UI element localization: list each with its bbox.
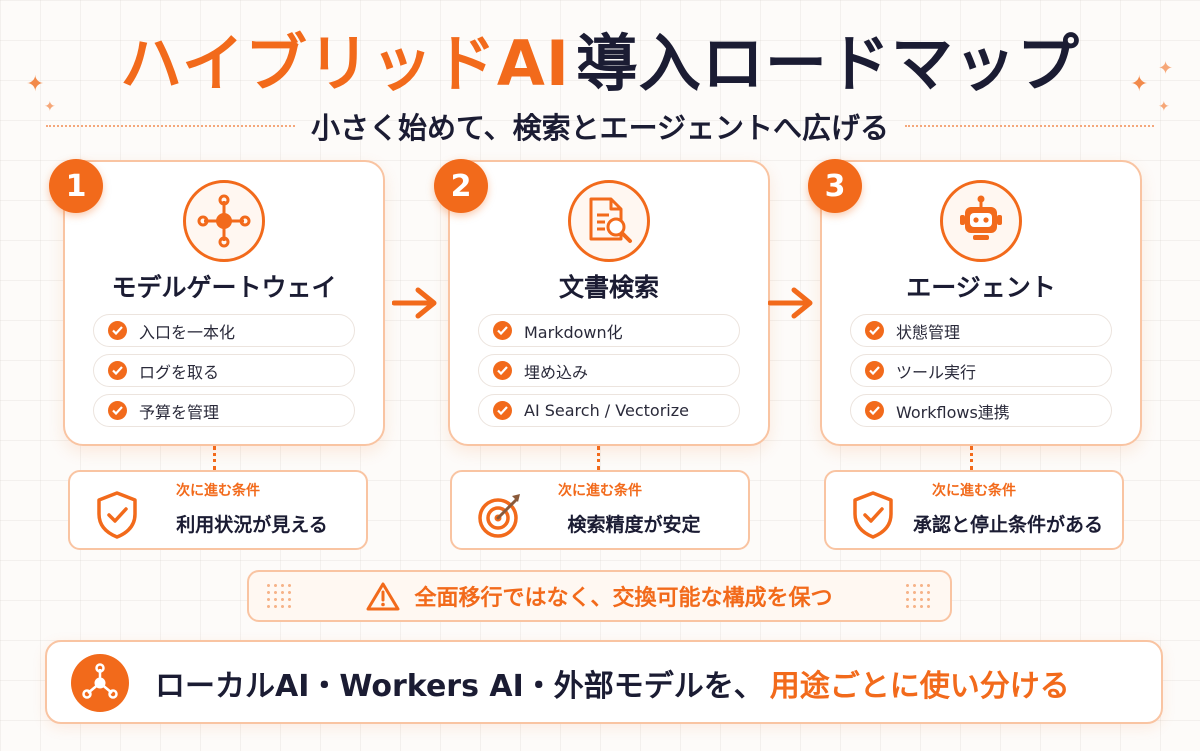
condition-text: 利用状況が見える: [176, 514, 328, 536]
arrow-right-icon: [768, 287, 813, 319]
subtitle: 小さく始めて、検索とエージェントへ広げる: [311, 111, 889, 145]
summary-text-accent: 用途ごとに使い分ける: [769, 669, 1070, 704]
check-icon: [865, 401, 884, 420]
network-hub-icon: [183, 180, 265, 262]
list-item: Workflows連携: [850, 394, 1112, 427]
step-title: モデルゲートウェイ: [111, 273, 337, 302]
sparkle-icon: ✦: [26, 72, 45, 97]
list-item-label: ログを取る: [139, 362, 220, 382]
page-title: ハイブリッドAI 導入ロードマップ: [0, 18, 1200, 100]
warning-icon: [366, 582, 400, 611]
list-item: AI Search / Vectorize: [478, 394, 740, 427]
list-item: 状態管理: [850, 314, 1112, 347]
list-item-label: 状態管理: [896, 322, 961, 342]
connector-line: [597, 446, 600, 470]
divider: [46, 125, 296, 127]
condition-label: 次に進む条件: [558, 483, 642, 499]
summary-banner: ローカルAI・Workers AI・外部モデルを、 用途ごとに使い分ける: [45, 640, 1163, 724]
check-icon: [865, 361, 884, 380]
step-title: 文書検索: [558, 273, 659, 302]
condition-label: 次に進む条件: [176, 483, 260, 499]
check-icon: [108, 321, 127, 340]
connector-line: [970, 446, 973, 470]
subtitle-row: 小さく始めて、検索とエージェントへ広げる: [30, 104, 1170, 148]
check-icon: [108, 401, 127, 420]
network-hub-icon: [71, 654, 129, 712]
list-item-label: 入口を一本化: [139, 322, 236, 342]
list-item-label: AI Search / Vectorize: [524, 401, 689, 420]
sparkle-icon: ✦: [1158, 58, 1174, 79]
list-item-label: ツール実行: [896, 362, 977, 382]
document-search-icon: [568, 180, 650, 262]
check-icon: [865, 321, 884, 340]
list-item-label: Markdown化: [524, 322, 623, 342]
step-card-gateway: モデルゲートウェイ 入口を一本化 ログを取る 予算を管理: [63, 160, 385, 446]
connector-line: [213, 446, 216, 470]
list-item: Markdown化: [478, 314, 740, 347]
step-card-agent: エージェント 状態管理 ツール実行 Workflows連携: [820, 160, 1142, 446]
list-item: ログを取る: [93, 354, 355, 387]
condition-label: 次に進む条件: [932, 483, 1016, 499]
step-number-badge: 2: [434, 159, 488, 213]
list-item: 入口を一本化: [93, 314, 355, 347]
target-icon: [478, 494, 520, 538]
list-item-label: Workflows連携: [896, 402, 1010, 422]
shield-check-icon: [853, 491, 893, 539]
title-rest: 導入ロードマップ: [575, 27, 1080, 100]
arrow-right-icon: [392, 287, 437, 319]
next-condition-box: 次に進む条件 利用状況が見える: [68, 470, 368, 550]
list-item: ツール実行: [850, 354, 1112, 387]
list-item-label: 埋め込み: [524, 362, 589, 382]
summary-text-main: ローカルAI・Workers AI・外部モデルを、: [155, 669, 764, 704]
sparkle-icon: ✦: [1130, 72, 1149, 97]
divider: [905, 125, 1155, 127]
step-number-badge: 3: [808, 159, 862, 213]
warning-banner: 全面移行ではなく、交換可能な構成を保つ: [247, 570, 952, 622]
robot-icon: [940, 180, 1022, 262]
condition-text: 検索精度が安定: [567, 514, 701, 536]
warning-text: 全面移行ではなく、交換可能な構成を保つ: [414, 586, 833, 611]
check-icon: [493, 361, 512, 380]
sparkle-icon: ✦: [44, 99, 56, 115]
title-accent: ハイブリッドAI: [120, 27, 570, 100]
list-item: 予算を管理: [93, 394, 355, 427]
summary-text: ローカルAI・Workers AI・外部モデルを、 用途ごとに使い分ける: [155, 660, 1070, 706]
condition-text: 承認と停止条件がある: [912, 514, 1103, 536]
check-icon: [493, 321, 512, 340]
step-title: エージェント: [906, 273, 1056, 302]
sparkle-icon: ✦: [1158, 99, 1170, 115]
decorative-dots: [904, 582, 934, 612]
step-number-badge: 1: [49, 159, 103, 213]
list-item-label: 予算を管理: [139, 402, 220, 422]
next-condition-box: 次に進む条件 承認と停止条件がある: [824, 470, 1124, 550]
step-card-document-search: 文書検索 Markdown化 埋め込み AI Search / Vectoriz…: [448, 160, 770, 446]
check-icon: [108, 361, 127, 380]
decorative-dots: [265, 582, 295, 612]
list-item: 埋め込み: [478, 354, 740, 387]
shield-check-icon: [97, 491, 137, 539]
check-icon: [493, 401, 512, 420]
next-condition-box: 次に進む条件 検索精度が安定: [450, 470, 750, 550]
